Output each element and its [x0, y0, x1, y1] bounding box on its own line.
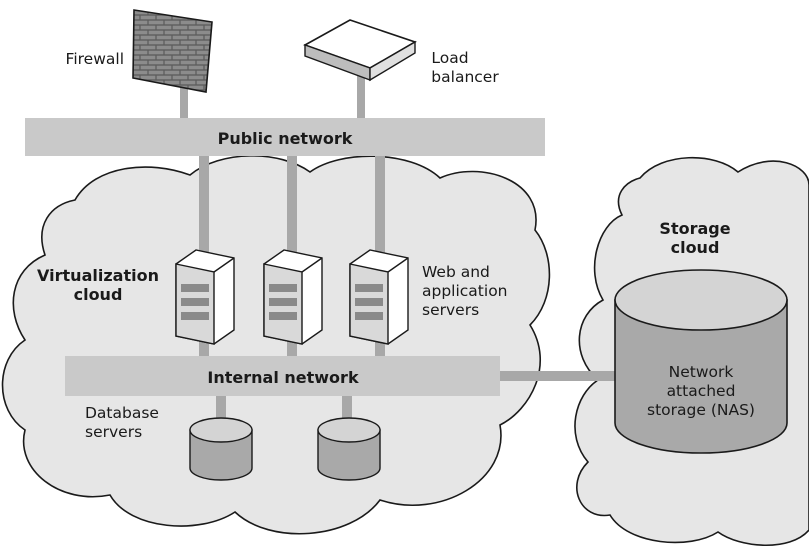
server-icon: [263, 249, 323, 345]
virtualization-cloud: [1, 155, 551, 535]
server-icon: [175, 249, 235, 345]
firewall-label: Firewall: [66, 50, 124, 68]
database-servers-label: servers: [85, 423, 142, 441]
firewall-icon: [132, 9, 213, 120]
internal-network-bar: [65, 356, 500, 396]
virtualization-cloud-label: Virtualization: [37, 266, 159, 285]
nas-label: Network: [669, 363, 734, 381]
web-servers-label: Web and: [422, 263, 490, 281]
web-servers-label: servers: [422, 301, 479, 319]
db-connectors: [216, 396, 352, 426]
storage-cloud-label: cloud: [671, 238, 720, 257]
load-balancer-label: Load: [431, 49, 468, 67]
nas-storage-icon: [614, 269, 788, 454]
nas-label: storage (NAS): [647, 401, 755, 419]
database-icon: [189, 417, 253, 481]
virtualization-cloud-shape: [1, 155, 551, 535]
connector-line: [216, 396, 226, 426]
server-icon: [349, 249, 409, 345]
virtualization-cloud-label: cloud: [74, 285, 123, 304]
load-balancer-icon: [303, 19, 417, 120]
storage-link: [500, 371, 615, 381]
public-network-bar: [25, 118, 545, 156]
connector-line: [342, 396, 352, 426]
web-servers-label: application: [422, 282, 508, 300]
nas-label: attached: [667, 382, 736, 400]
database-icon: [317, 417, 381, 481]
storage-cloud-label: Storage: [659, 219, 730, 238]
database-servers-label: Database: [85, 404, 159, 422]
load-balancer-label: balancer: [431, 68, 499, 86]
internal-network-label: Internal network: [207, 368, 359, 387]
public-network-label: Public network: [218, 129, 353, 148]
